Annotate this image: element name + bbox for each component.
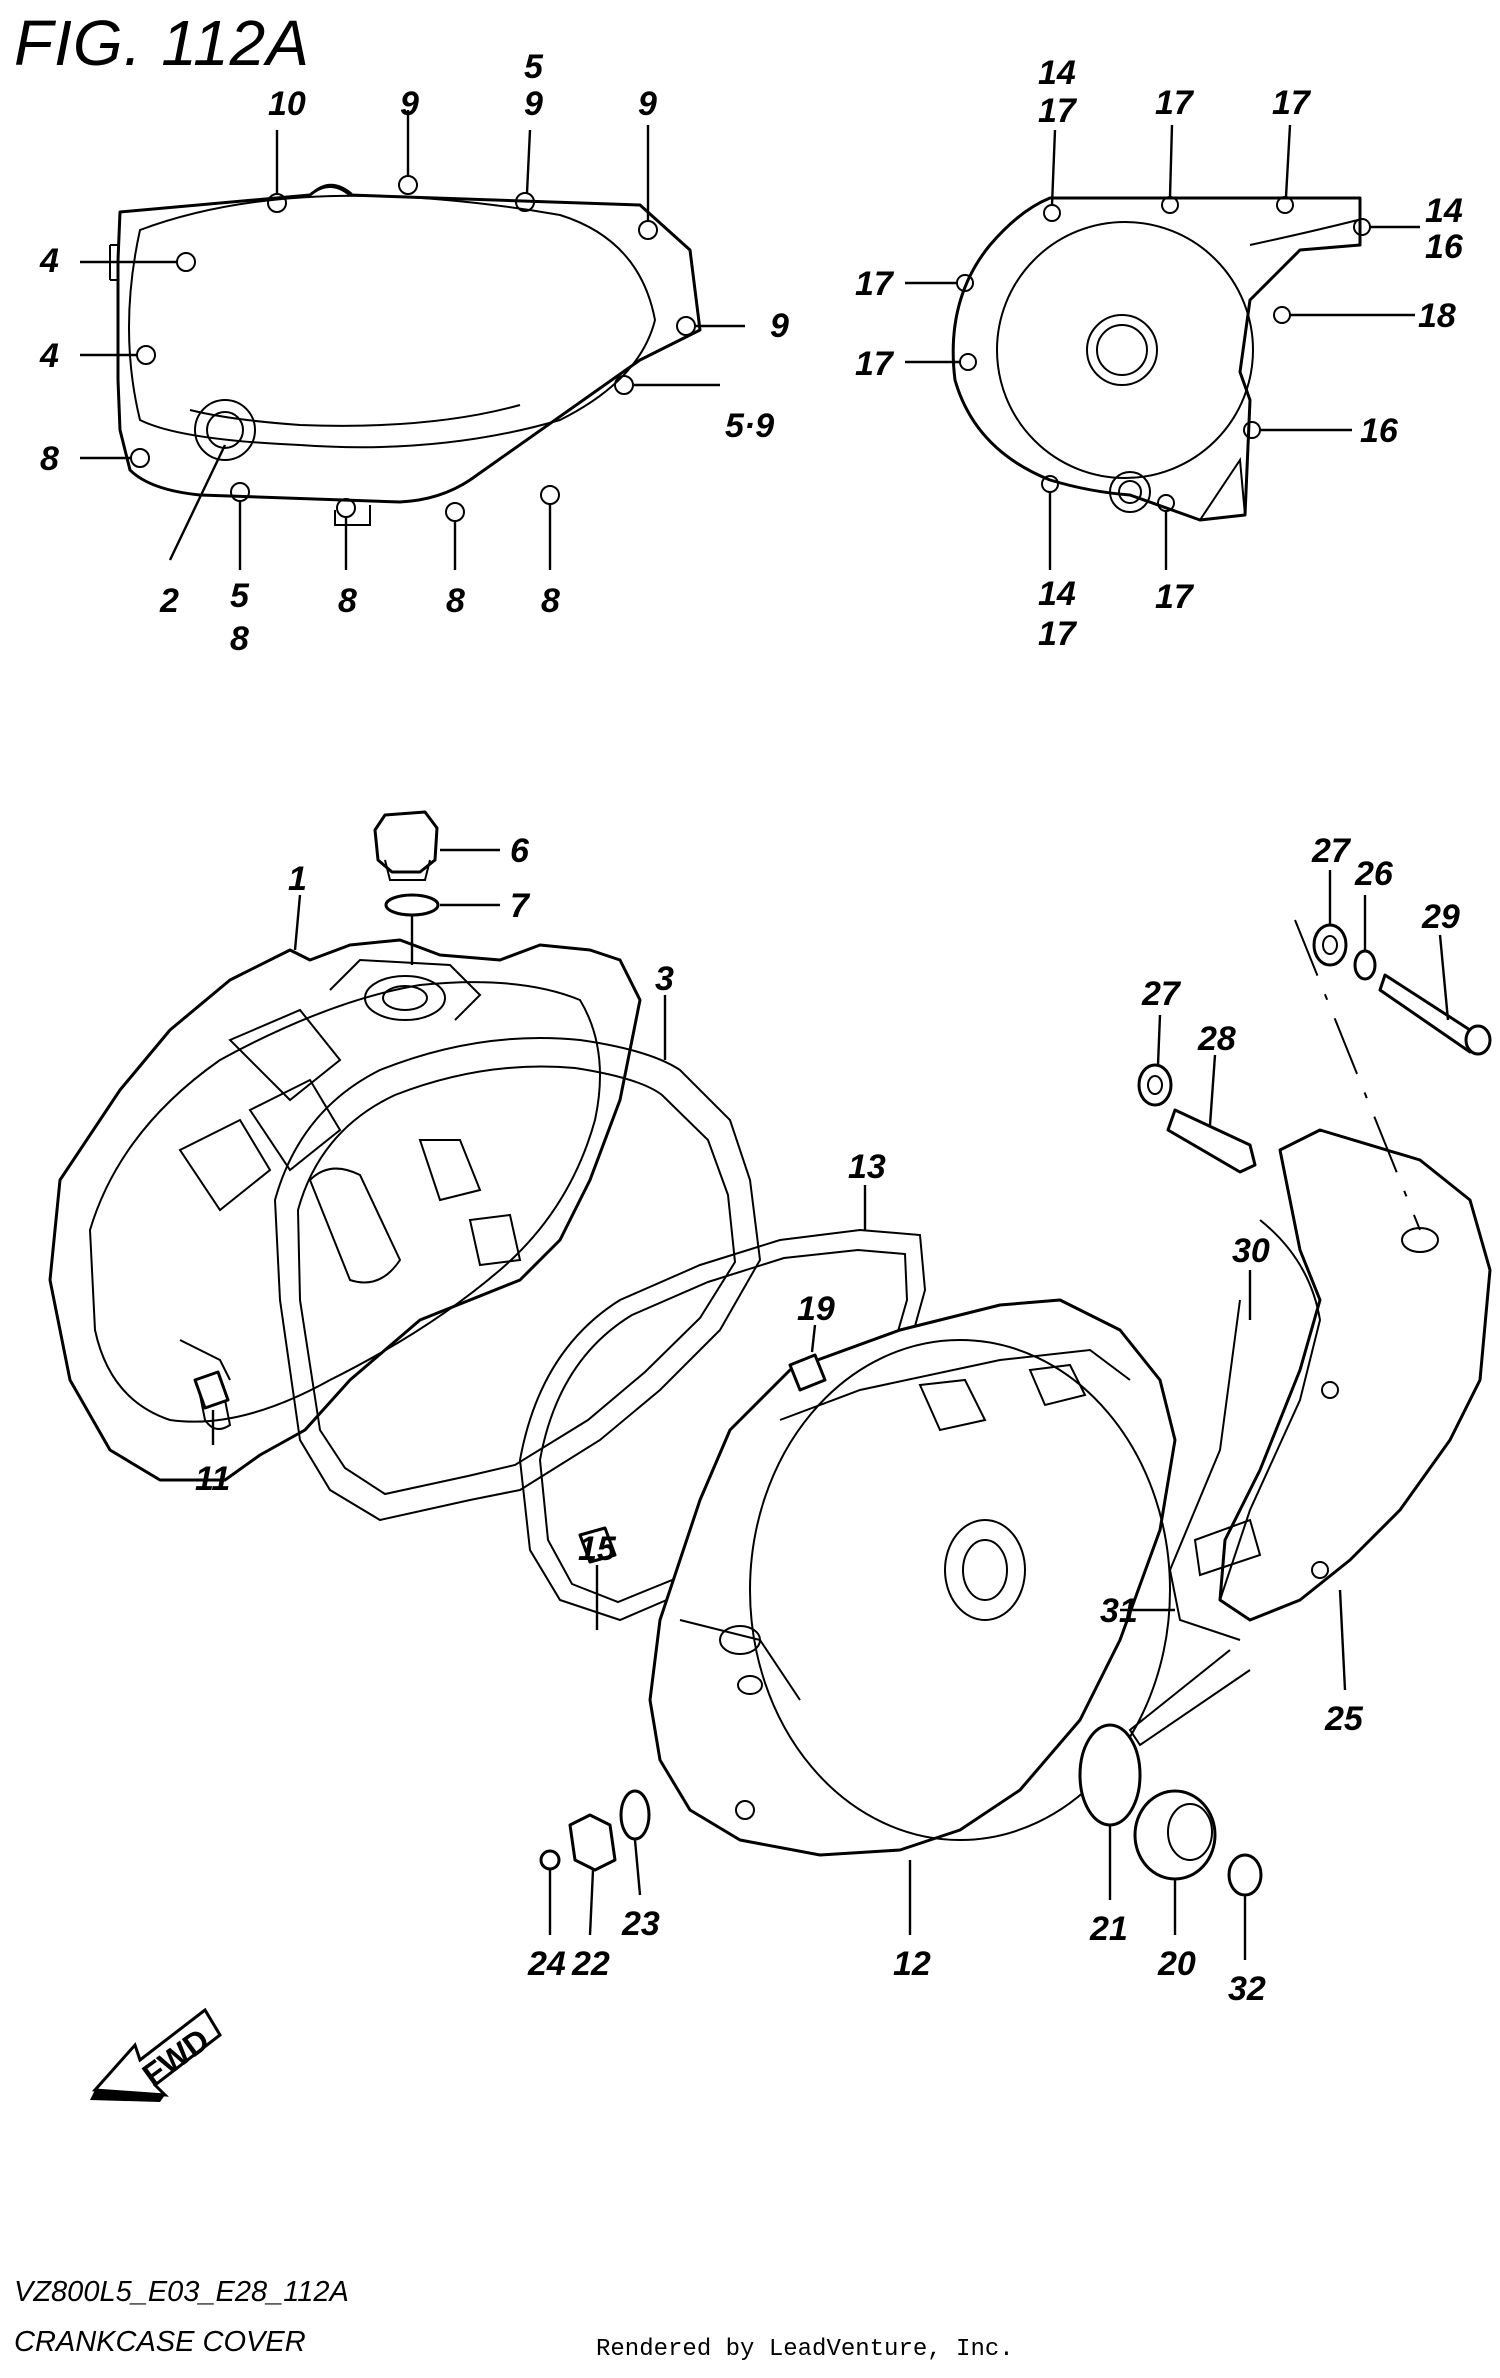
callout-15: 15 [578,1530,617,1568]
callout-27: 27 [1141,975,1182,1013]
callout-18: 18 [1418,297,1456,335]
callout-1: 1 [288,860,307,898]
callout-14: 14 [1425,192,1463,230]
callout-7: 7 [510,887,531,925]
gasket-washer [619,1789,651,1841]
callout-13: 13 [848,1148,886,1186]
callout-25: 25 [1324,1700,1364,1738]
callout-17: 17 [1155,84,1195,122]
top-left-cover-outline [109,175,702,526]
callout-9: 9 [400,85,419,123]
callout-8: 8 [338,582,357,620]
callout-17: 17 [1038,92,1078,130]
callout-12: 12 [893,1945,931,1983]
clutch-cover [48,938,642,1482]
rendered-by-credit: Rendered by LeadVenture, Inc. [596,2336,1014,2363]
bolt-29 [1378,973,1492,1056]
callout-8: 8 [541,582,560,620]
callout-8: 8 [446,582,465,620]
washer-26 [1353,949,1377,981]
model-code: VZ800L5_E03_E28_112A [14,2276,349,2308]
callout-17: 17 [855,345,895,383]
callout-10: 10 [268,85,306,123]
callout-4: 4 [39,242,59,280]
callout-5: 5 [230,577,250,615]
callout-8: 8 [40,440,59,478]
callout-9: 9 [524,85,543,123]
top-left-callouts: 10 9 5 9 9 4 4 8 9 5·9 2 5 8 8 8 8 [39,48,789,658]
gasket [273,1037,762,1522]
callout-20: 20 [1157,1945,1196,1983]
callout-22: 22 [571,1945,610,1983]
callout-4: 4 [39,337,59,375]
callout-21: 21 [1089,1910,1128,1948]
callout-14: 14 [1038,54,1076,92]
generator-cover [648,1298,1177,1857]
oil-filler-cap [373,810,439,881]
callout-24: 24 [527,1945,566,1983]
callout-29: 29 [1421,898,1460,936]
spacer-28 [1166,1108,1257,1174]
plug-cap-32 [1227,1853,1263,1897]
small-plug [539,1849,561,1871]
o-ring [384,893,440,917]
callout-3: 3 [655,960,674,998]
callout-17: 17 [1038,615,1078,653]
dowel-pin-19 [788,1353,827,1392]
callout-8: 8 [230,620,249,658]
callout-30: 30 [1232,1232,1270,1270]
outer-cover [1128,1128,1492,1747]
collar-27-lower [1137,1063,1173,1107]
top-right-leaders [905,124,1420,570]
top-right-callouts: 14 17 17 17 14 16 17 18 17 16 14 17 17 [855,54,1464,653]
main-callouts: 1 6 7 3 13 19 11 15 12 24 22 23 21 20 32… [195,832,1460,2008]
callout-19: 19 [797,1290,835,1328]
figure-caption: CRANKCASE COVER [14,2326,306,2358]
callout-23: 23 [621,1905,660,1943]
o-ring-21 [1078,1723,1142,1827]
callout-14: 14 [1038,575,1076,613]
callout-26: 26 [1354,855,1394,893]
callout-27: 27 [1311,832,1352,870]
callout-6: 6 [510,832,530,870]
collar-27-upper [1312,923,1348,967]
callout-17: 17 [1155,578,1195,616]
figure-title: FIG. 112A [14,7,310,79]
callout-16: 16 [1360,412,1399,450]
callout-16: 16 [1425,228,1464,266]
main-leaders [211,848,1450,1960]
dowel-pin-11 [193,1370,230,1410]
plug-cap-20 [1133,1789,1217,1881]
callout-11: 11 [195,1460,230,1498]
callout-28: 28 [1197,1020,1236,1058]
callout-17: 17 [1272,84,1312,122]
top-left-leaders [80,110,745,570]
callout-2: 2 [159,582,179,620]
callout-5: 5 [524,48,544,86]
top-right-cover-outline [951,196,1371,522]
callout-5-9: 5·9 [725,407,774,445]
assembly-axis [1294,919,1421,1231]
fwd-arrow-icon: FWD [90,2007,222,2102]
callout-9: 9 [638,85,657,123]
callout-17: 17 [855,265,895,303]
callout-9: 9 [770,307,789,345]
callout-32: 32 [1228,1970,1266,2008]
dowel-pin-15 [578,1526,617,1564]
callout-31: 31 [1100,1592,1138,1630]
drain-plug [568,1813,617,1872]
